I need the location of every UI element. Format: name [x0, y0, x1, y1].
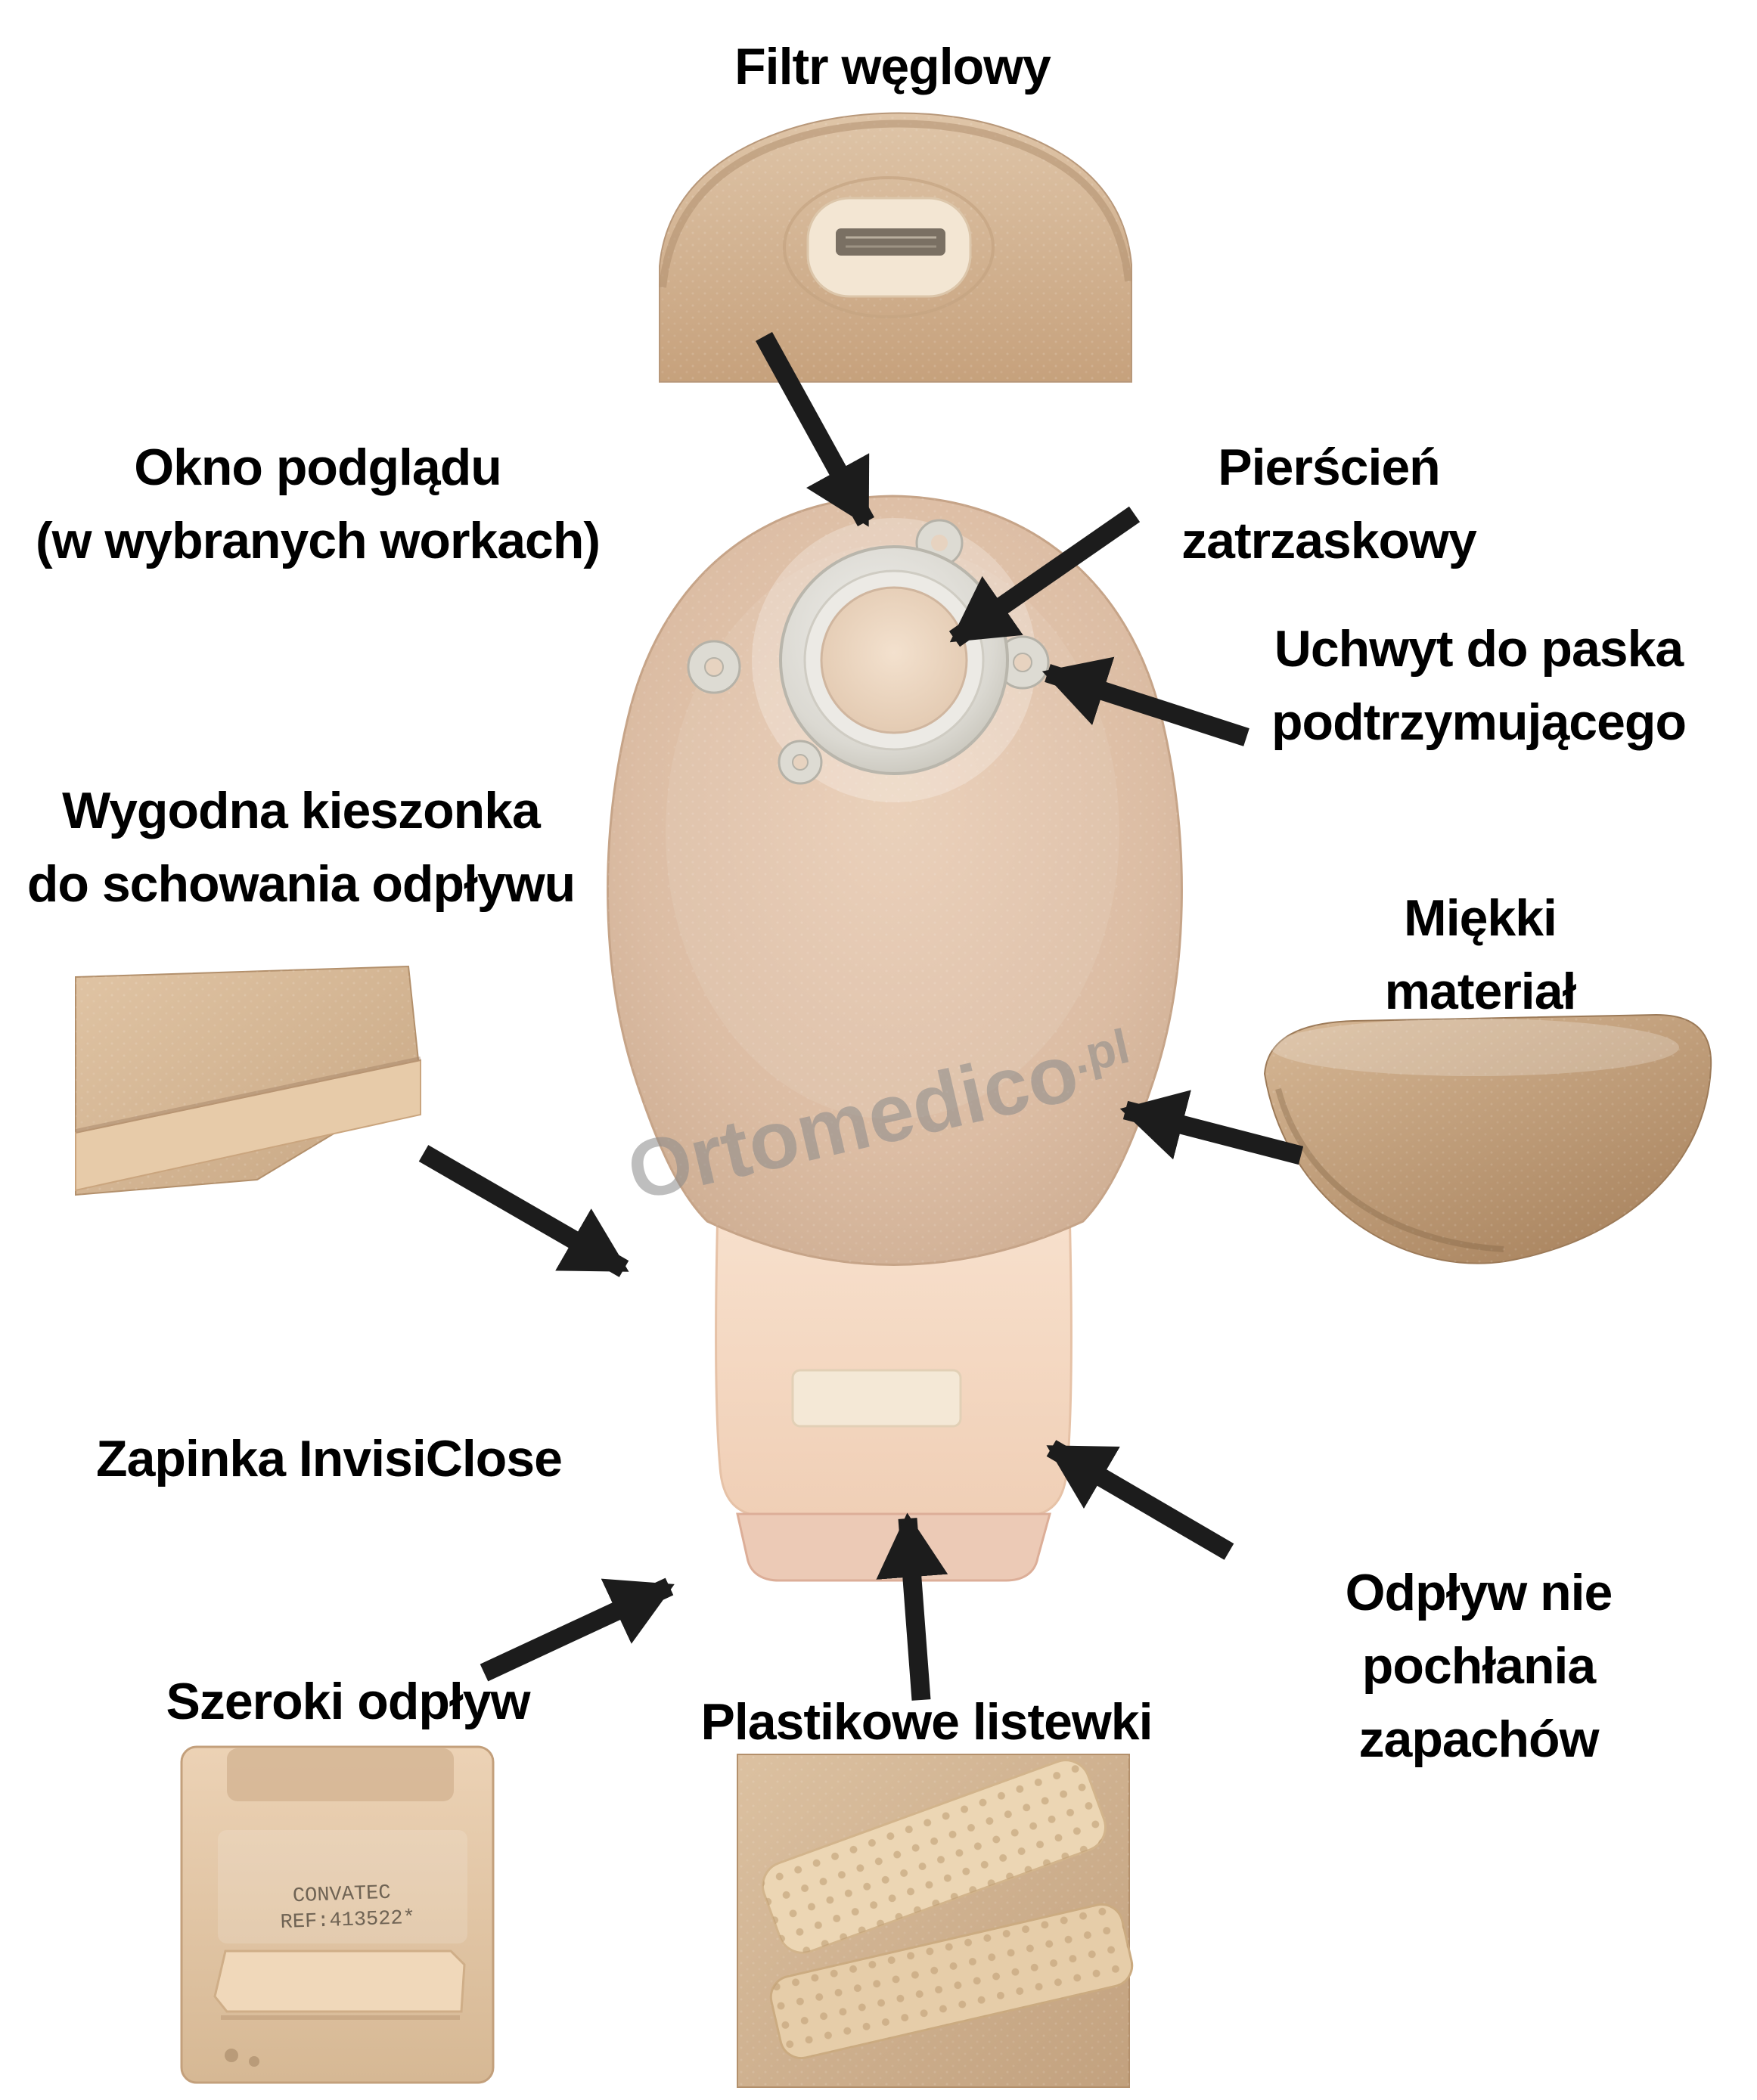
label-wide-outlet: Szeroki odpływ	[166, 1673, 531, 1730]
label-pocket: Wygodna kieszonka do schowania odpływu	[26, 782, 576, 913]
label-outlet-no-odour: Odpływ nie pochłania zapachów	[1345, 1564, 1613, 1768]
soft-material-texture	[1265, 1015, 1712, 1264]
photo-plastic-strips-detail	[737, 1754, 1134, 2088]
photo-pocket-detail	[75, 965, 422, 1196]
label-snap-ring: Pierścień zatrzaskowy	[1181, 439, 1477, 569]
arrow-to-snap-ring	[948, 506, 1141, 647]
arrow-to-soft-material	[1119, 1090, 1304, 1165]
pocket-cuff-shadow	[75, 1056, 421, 1134]
soft-material-weld-edge	[1275, 1087, 1504, 1252]
arrows	[418, 331, 1304, 1701]
folded-bag-ref-text: REF:413522*	[280, 1907, 415, 1934]
label-carbon-filter: Filtr węglowy	[734, 38, 1051, 95]
pouch-texture	[607, 496, 1182, 1265]
arrow-to-plastic-strips	[876, 1512, 948, 1701]
arrow-to-pocket	[418, 1145, 629, 1277]
plastic-strip-lower	[769, 1903, 1134, 2060]
belt-tab	[778, 740, 823, 785]
bottom-flap	[736, 1512, 1051, 1582]
label-soft-material: Miękki materiał	[1384, 889, 1577, 1020]
invisiclose-flap-bar	[213, 1950, 466, 2013]
folded-bag-top-flap	[227, 1748, 454, 1801]
filter-weld-seam	[783, 176, 995, 318]
arrow-to-filter	[756, 331, 874, 527]
pouch-highlight	[666, 544, 1119, 1119]
arrow-to-belt-tab	[1041, 656, 1249, 746]
folded-bag-sheen	[218, 1830, 467, 1943]
belt-tab	[687, 640, 741, 694]
velcro-strip	[791, 1369, 962, 1428]
label-plastic-strips: Plastikowe listewki	[700, 1693, 1153, 1751]
plastic-strip-upper	[762, 1759, 1107, 1954]
arrow-to-outlet-no-odour	[1046, 1440, 1234, 1560]
photo-invisiclose-detail: CONVATEC REF:413522*	[180, 1745, 495, 2084]
photo-soft-material-detail	[1263, 1013, 1712, 1264]
label-viewing-window: Okno podglądu (w wybranych workach)	[35, 439, 601, 569]
photo-filter-detail	[659, 112, 1132, 383]
folded-bag-brand-text: CONVATEC	[292, 1882, 391, 1909]
folded-bag-snap	[225, 2049, 238, 2062]
arrow-to-wide-outlet	[480, 1577, 675, 1682]
flange-hole	[820, 586, 968, 734]
filter-photo-top-seam	[659, 119, 1132, 288]
filter-slit	[836, 228, 945, 256]
watermark-suffix: .pl	[1067, 1019, 1135, 1084]
bag-illustration	[607, 495, 1183, 1582]
folded-bag-snap	[249, 2056, 259, 2067]
label-invisiclose-fastener: Zapinka InvisiClose	[96, 1430, 563, 1487]
soft-material-highlight	[1271, 1019, 1679, 1076]
label-belt-tab: Uchwyt do paska podtrzymującego	[1271, 620, 1687, 751]
